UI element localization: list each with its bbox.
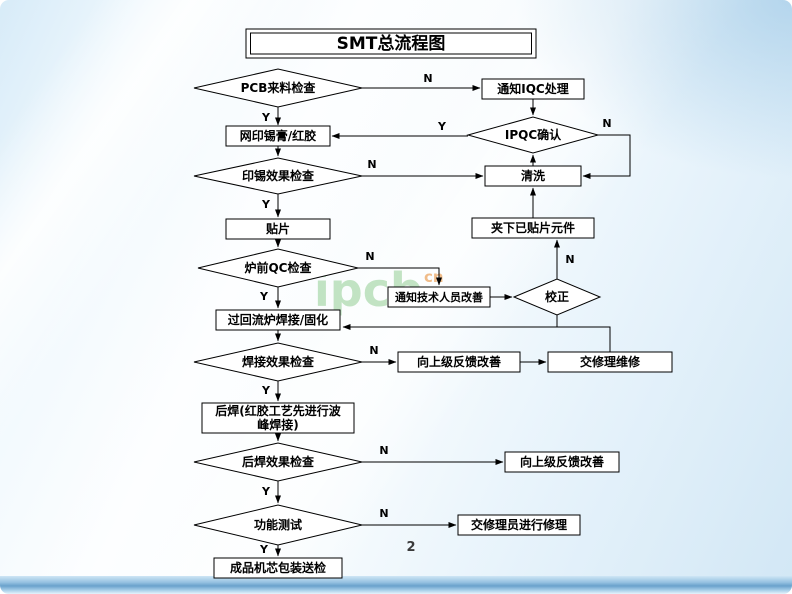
node-repairman-repair: 交修理员进行修理 [457, 514, 581, 536]
branch-label-ipqc-n: N [602, 117, 611, 130]
ipqc-confirm-diamond [466, 116, 600, 154]
node-notify-tech-improve: 通知技术人员改善 [387, 286, 491, 308]
feedback-superior-2-box [504, 451, 620, 473]
function-test-label: 功能测试 [254, 517, 302, 532]
solder-effect-check-diamond [193, 342, 363, 382]
node-post-solder-check: 后焊效果检查 [193, 442, 363, 482]
print-check-label: 印锡效果检查 [242, 168, 315, 183]
branch-label-postcheck-y: Y [261, 485, 271, 498]
branch-labels: Y N Y N Y N Y N N Y N Y N Y N [259, 72, 612, 556]
page-title: SMT总流程图 [337, 33, 446, 54]
page-number: 2 [406, 540, 415, 555]
node-print-check: 印锡效果检查 [193, 157, 363, 195]
connector-preqc-n-to-notifytech [358, 267, 442, 286]
pre-reflow-qc-label: 炉前QC检查 [244, 260, 312, 275]
branch-label-preqc-n: N [365, 250, 374, 263]
watermark-suffix: cn [424, 268, 444, 286]
node-calibration: 校正 [512, 278, 602, 316]
reflow-cure-box [215, 309, 341, 331]
pcb-incoming-diamond [193, 68, 363, 108]
node-ipqc-confirm: IPQC确认 [466, 116, 600, 154]
placement-box [225, 218, 331, 240]
calibration-label: 校正 [545, 289, 569, 304]
branch-label-ipqc-y: Y [437, 120, 447, 133]
branch-label-preqc-y: Y [259, 290, 269, 303]
node-function-test: 功能测试 [193, 504, 363, 546]
solder-effect-check-label: 焊接效果检查 [242, 354, 315, 369]
cleaning-box [484, 165, 582, 187]
branch-label-pcb-y: Y [261, 111, 271, 124]
branch-label-soldercheck-n: N [369, 344, 378, 357]
final-packaging-box [213, 557, 343, 579]
connector-ipqc-n-to-cleaning [582, 134, 631, 179]
node-pre-reflow-qc: 炉前QC检查 [197, 248, 359, 288]
send-to-repair-box [547, 351, 673, 373]
reflow-cure-label: 过回流炉焊接/固化 [228, 312, 328, 327]
print-check-diamond [193, 157, 363, 195]
screen-print-label: 网印锡膏/红胶 [240, 128, 316, 143]
node-remove-mounted-parts: 夹下已贴片元件 [471, 217, 595, 239]
title-outer-border [245, 28, 537, 59]
node-feedback-superior-1: 向上级反馈改善 [397, 351, 521, 373]
node-post-solder: 后焊(红胶工艺先进行波 峰焊接) [201, 402, 355, 434]
node-feedback-superior-2: 向上级反馈改善 [504, 451, 620, 473]
node-reflow-cure: 过回流炉焊接/固化 [215, 309, 341, 331]
branch-label-functiontest-y: Y [259, 543, 269, 556]
node-placement: 贴片 [225, 218, 331, 240]
send-to-repair-label: 交修理维修 [580, 354, 641, 369]
node-screen-print: 网印锡膏/红胶 [225, 125, 331, 147]
title-box: SMT总流程图 [245, 28, 537, 59]
node-notify-iqc: 通知IQC处理 [481, 78, 585, 100]
remove-mounted-parts-label: 夹下已贴片元件 [491, 220, 575, 235]
node-solder-effect-check: 焊接效果检查 [193, 342, 363, 382]
feedback-superior-1-label: 向上级反馈改善 [417, 354, 501, 369]
feedback-superior-2-label: 向上级反馈改善 [520, 454, 604, 469]
branch-label-printcheck-n: N [367, 158, 376, 171]
notify-tech-improve-box [387, 286, 491, 308]
repairman-repair-box [457, 514, 581, 536]
post-solder-label-line1: 后焊(红胶工艺先进行波 [215, 403, 341, 418]
branch-label-functiontest-n: N [379, 507, 388, 520]
feedback-superior-1-box [397, 351, 521, 373]
post-solder-check-diamond [193, 442, 363, 482]
remove-mounted-parts-box [471, 217, 595, 239]
connector-repair-back-to-reflow [342, 324, 611, 352]
branch-label-printcheck-y: Y [261, 198, 271, 211]
post-solder-label-line2: 峰焊接) [257, 417, 299, 432]
branch-label-pcb-n: N [423, 72, 432, 85]
branch-label-calibration-n: N [565, 253, 574, 266]
screen-print-box [225, 125, 331, 147]
node-final-packaging: 成品机芯包装送检 [213, 557, 343, 579]
function-test-diamond [193, 504, 363, 546]
ipqc-confirm-label: IPQC确认 [505, 127, 562, 142]
branch-label-soldercheck-y: Y [261, 384, 271, 397]
pre-reflow-qc-diamond [197, 248, 359, 288]
bottom-decoration-band [0, 576, 792, 594]
pcb-incoming-label: PCB来料检查 [241, 80, 317, 95]
cleaning-label: 清洗 [521, 168, 545, 183]
notify-iqc-box [481, 78, 585, 100]
connectors [275, 85, 631, 557]
placement-label: 贴片 [266, 221, 290, 236]
final-packaging-label: 成品机芯包装送检 [230, 560, 326, 575]
notify-iqc-label: 通知IQC处理 [497, 81, 568, 96]
post-solder-check-label: 后焊效果检查 [242, 454, 315, 469]
title-inner-border [250, 32, 532, 55]
node-pcb-incoming: PCB来料检查 [193, 68, 363, 108]
repairman-repair-label: 交修理员进行修理 [471, 517, 567, 532]
calibration-diamond [512, 278, 602, 316]
node-send-to-repair: 交修理维修 [547, 351, 673, 373]
branch-label-postcheck-n: N [379, 444, 388, 457]
notify-tech-improve-label: 通知技术人员改善 [395, 290, 483, 304]
node-cleaning: 清洗 [484, 165, 582, 187]
post-solder-box [201, 402, 355, 434]
